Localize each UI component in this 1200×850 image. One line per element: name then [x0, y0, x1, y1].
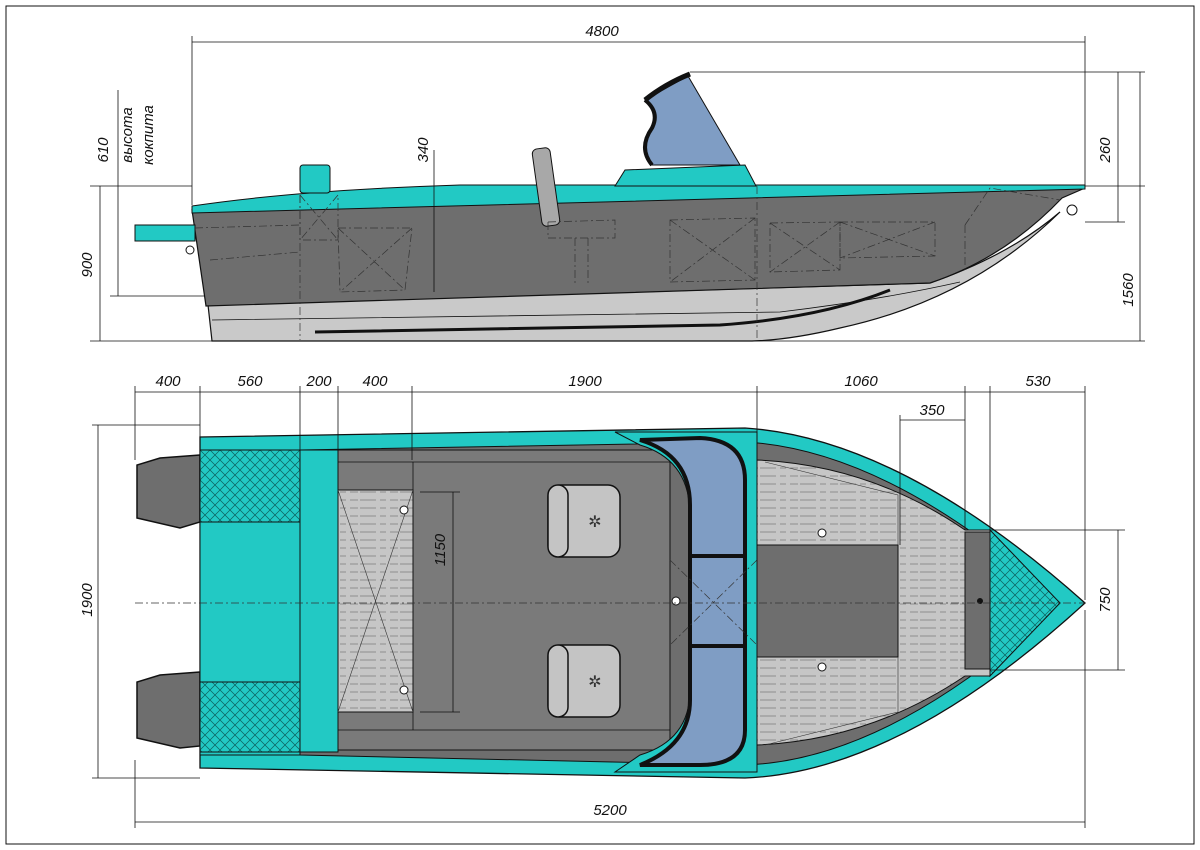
- stern-step: [134, 224, 196, 242]
- seat-upper[interactable]: ✲: [547, 484, 621, 558]
- dim-cockpit-width: 1150: [432, 533, 449, 566]
- dim-cockpit-height: 610: [95, 137, 112, 163]
- dim-seg-7: 530: [1025, 373, 1051, 390]
- svg-text:✲: ✲: [588, 672, 601, 691]
- dim-bow-offset: 350: [919, 402, 945, 419]
- dim-stern-height: 900: [79, 252, 96, 278]
- dim-total-height: 1560: [1120, 273, 1137, 307]
- label-cockpit-height-1: высота: [119, 107, 136, 162]
- dim-windshield-height: 260: [1097, 137, 1114, 164]
- spray-rail: [314, 288, 891, 334]
- label-cockpit-height-2: кокпита: [140, 105, 157, 165]
- dim-seg-1: 400: [155, 373, 181, 390]
- hull-bottom: [207, 211, 1061, 342]
- dim-bow-locker: 750: [1097, 587, 1114, 613]
- dim-seg-3: 200: [305, 373, 332, 390]
- seat-lower[interactable]: ✲: [547, 644, 621, 718]
- dim-overall-length-top: 5200: [593, 802, 627, 819]
- bow-cleat: [299, 164, 331, 194]
- console: [614, 164, 757, 187]
- windshield-frame: [643, 71, 691, 102]
- internal-structure: [194, 186, 1061, 341]
- dim-inner-freeboard: 340: [415, 137, 432, 163]
- motor-pod-lower: [136, 671, 201, 749]
- svg-text:✲: ✲: [588, 512, 601, 531]
- dim-seg-5: 1900: [568, 373, 602, 390]
- dim-seg-4: 400: [362, 373, 388, 390]
- seat-back: [531, 147, 561, 227]
- motor-pod-upper: [136, 454, 201, 529]
- hull-side: [191, 187, 1086, 307]
- hatch-lower: [199, 681, 301, 753]
- stern-bench: [299, 449, 339, 753]
- drawing-frame: [5, 5, 1195, 845]
- deck-strip: [191, 184, 1086, 214]
- hatch-upper: [199, 449, 301, 523]
- top-view: ✲ ✲ 400 560 200 400 1900 1060 530 350: [79, 373, 1125, 828]
- stern-eye: [185, 245, 195, 255]
- side-view: 4800 260 1560 900 610 высота кокпита 340: [79, 23, 1145, 342]
- bow-eye: [1066, 204, 1078, 216]
- dim-overall-length: 4800: [585, 23, 619, 40]
- console-center: [688, 554, 747, 648]
- dim-seg-6: 1060: [844, 373, 878, 390]
- side-dimensions: 4800 260 1560 900 610 высота кокпита 340: [79, 23, 1145, 342]
- dim-beam: 1900: [79, 583, 96, 617]
- top-dimensions: 400 560 200 400 1900 1060 530 350 1150 1…: [79, 373, 1125, 828]
- dim-seg-2: 560: [237, 373, 263, 390]
- bow-center-box: [756, 544, 899, 658]
- chine-line: [211, 281, 961, 321]
